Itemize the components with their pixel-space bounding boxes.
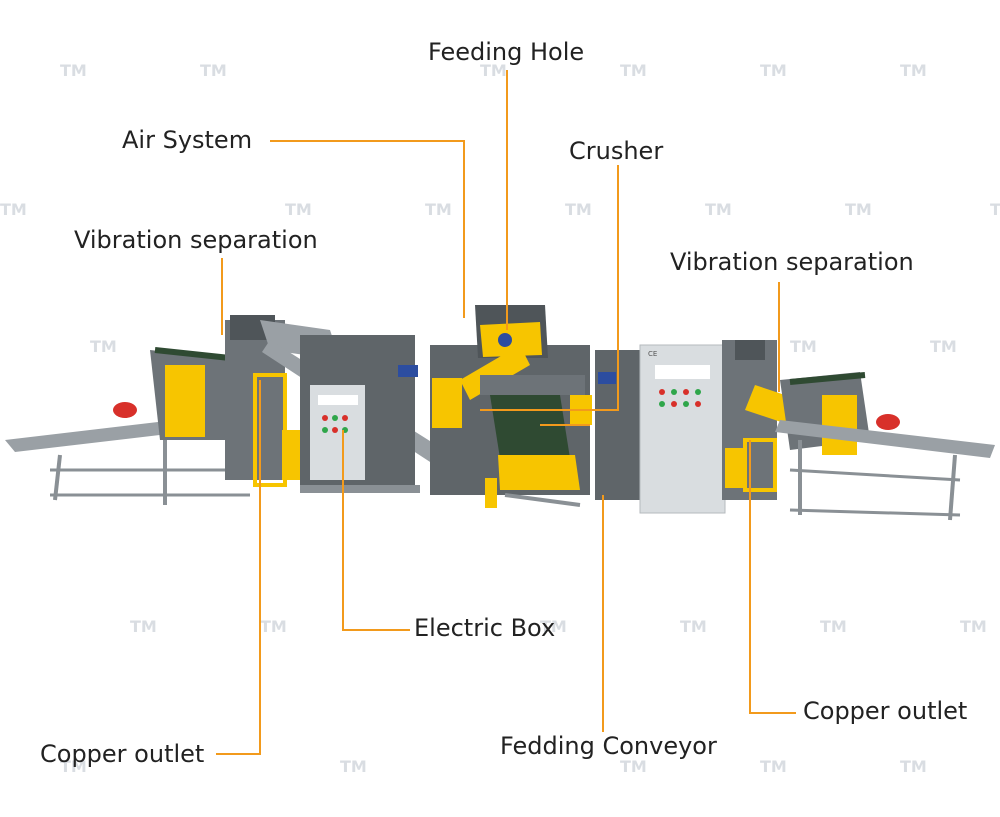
label-copper-outlet-right: Copper outlet bbox=[803, 697, 968, 725]
watermark-text: TM bbox=[565, 200, 592, 219]
watermark-layer: TM TM TM TM TM TM TM TM TM TM TM TM TM TM TM TM… bbox=[0, 61, 1000, 776]
label-air-system: Air System bbox=[122, 126, 253, 154]
watermark-text: TM bbox=[130, 617, 157, 636]
watermark-text: TM bbox=[705, 200, 732, 219]
watermark-text: TM bbox=[760, 757, 787, 776]
watermark-text: TM bbox=[425, 200, 452, 219]
watermark-text: TM bbox=[620, 757, 647, 776]
watermark-text: TM bbox=[990, 200, 1000, 219]
watermark-text: TM bbox=[260, 617, 287, 636]
label-vibration-separation-left: Vibration separation bbox=[74, 226, 318, 254]
watermark-text: TM bbox=[680, 617, 707, 636]
leader-lines bbox=[216, 70, 796, 755]
watermark-text: TM bbox=[60, 757, 87, 776]
watermark-text: TM bbox=[760, 61, 787, 80]
leader-air-system bbox=[270, 140, 465, 318]
watermark-text: TM bbox=[960, 617, 987, 636]
watermark-text: TM bbox=[200, 61, 227, 80]
leader-electric-box bbox=[342, 430, 410, 631]
label-copper-outlet-left: Copper outlet bbox=[40, 740, 205, 768]
label-electric-box: Electric Box bbox=[414, 614, 556, 642]
label-feeding-hole: Feeding Hole bbox=[428, 38, 585, 66]
crusher-cover bbox=[460, 345, 530, 400]
watermark-text: TM bbox=[820, 617, 847, 636]
watermark-text: TM bbox=[285, 200, 312, 219]
center-machine-unit bbox=[430, 305, 592, 508]
watermark-text: TM bbox=[90, 337, 117, 356]
label-crusher: Crusher bbox=[569, 137, 664, 165]
left-discharge-conveyor bbox=[5, 420, 185, 452]
left-yellow-shield bbox=[165, 365, 205, 437]
right-discharge-conveyor bbox=[775, 420, 995, 458]
watermark-text: TM bbox=[340, 757, 367, 776]
label-vibration-separation-right: Vibration separation bbox=[670, 248, 914, 276]
watermark-text: TM bbox=[845, 200, 872, 219]
label-feeding-conveyor: Fedding Conveyor bbox=[500, 732, 717, 760]
watermark-text: TM bbox=[0, 200, 27, 219]
left-machine-unit bbox=[5, 315, 460, 505]
right-machine-unit: CE bbox=[595, 340, 995, 521]
watermark-text: TM bbox=[900, 757, 927, 776]
watermark-text: TM bbox=[620, 61, 647, 80]
watermark-text: TM bbox=[60, 61, 87, 80]
watermark-text: TM bbox=[540, 617, 567, 636]
left-motor bbox=[113, 402, 137, 418]
watermark-text: TM bbox=[930, 337, 957, 356]
leader-copper-outlet-right bbox=[749, 440, 796, 714]
watermark-text: TM bbox=[790, 337, 817, 356]
leader-copper-outlet-left bbox=[216, 380, 261, 755]
right-motor bbox=[876, 414, 900, 430]
panel-badge: CE bbox=[648, 350, 657, 358]
watermark-text: TM bbox=[900, 61, 927, 80]
leader-crusher bbox=[480, 165, 619, 411]
watermark-text: TM bbox=[480, 61, 507, 80]
